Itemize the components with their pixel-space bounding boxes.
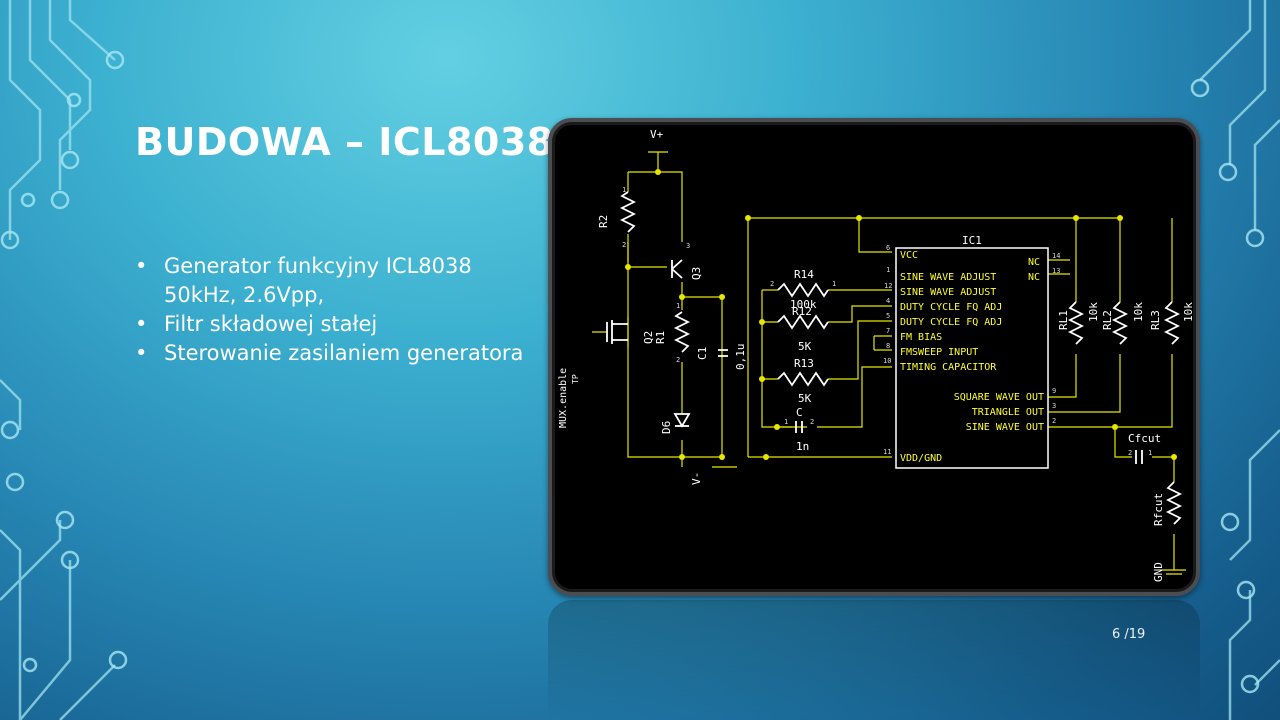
pin-number: 2 [622,241,626,249]
c-label: C [796,406,803,419]
mux-enable-label: MUX.enable [558,368,569,428]
ic-pin-label: DUTY CYCLE FQ ADJ [900,302,1002,313]
c1-label: C1 [696,347,709,360]
ic-pin-label: FMSWEEP INPUT [900,347,978,358]
cfcut-label: Cfcut [1128,432,1161,445]
pin-number: 1 [622,186,626,194]
pin-number: 1 [832,280,836,288]
r14-label: R14 [794,268,814,281]
c1-value: 0,1u [734,344,747,371]
rl1-label: RL1 [1057,310,1070,330]
ic-pin-label: DUTY CYCLE FQ ADJ [900,317,1002,328]
vminus-label: V- [690,472,703,485]
circuit-schematic: V+ R2 Q3 R1 Q2 C1 0,1u D6 V- MUX.enable … [558,128,1195,582]
pin-number: 2 [770,280,774,288]
ic-pin-label: SINE WAVE ADJUST [900,287,996,298]
d6-label: D6 [660,421,673,434]
pin-number: 2 [676,356,680,364]
ic-pin-number: 13 [1052,267,1060,275]
bullet-list: • Generator funkcyjny ICL8038 50kHz, 2.6V… [135,252,525,368]
pin-number: 1 [676,302,680,310]
ic-pin-number: 5 [886,312,890,320]
r12-value: 5K [798,340,812,353]
ic-pin-number: 8 [886,342,890,350]
slide-title: BUDOWA – ICL8038 [135,120,554,164]
ic-pin-number: 11 [883,448,891,456]
q2-label: Q2 [642,331,655,344]
ic-pin-number: 2 [1052,417,1056,425]
pin-number: 3 [686,242,690,250]
r14-value: 100k [790,298,817,311]
r1-label: R1 [654,331,667,344]
vplus-label: V+ [650,128,664,141]
rl2-label: RL2 [1101,310,1114,330]
q3-label: Q3 [690,267,703,280]
tp-label: TP [571,374,580,384]
c-value: 1n [796,440,809,453]
ic-pin-number: 6 [886,244,890,252]
rl1-value: 10k [1087,302,1100,322]
ic-pin-label: FM BIAS [900,332,942,343]
bullet-dot: • [135,254,148,278]
ic-pin-label: TIMING CAPACITOR [900,362,997,373]
page-number: 6 /19 [1112,627,1146,642]
ic-pin-label: VCC [900,250,918,261]
ic-pin-label: VDD/GND [900,453,942,464]
ic-pin-number: 3 [1052,402,1056,410]
bullet-item: • Sterowanie zasilaniem generatora [135,339,525,368]
pin-number: 1 [1148,449,1152,457]
ic-pin-number: 4 [886,297,890,305]
pin-number: 2 [810,418,814,426]
ic-pin-label: SINE WAVE ADJUST [900,272,996,283]
bullet-text: Sterowanie zasilaniem generatora [164,341,524,365]
bullet-dot: • [135,312,148,336]
rfcut-label: Rfcut [1152,493,1165,526]
pin-number: 2 [1128,449,1132,457]
ic-pin-label: SINE WAVE OUT [966,422,1044,433]
ic-pin-label: NC [1028,257,1040,268]
bullet-text: Generator funkcyjny ICL8038 50kHz, 2.6Vp… [164,254,472,307]
rl3-label: RL3 [1149,310,1162,330]
schematic-image-frame: V+ R2 Q3 R1 Q2 C1 0,1u D6 V- MUX.enable … [548,118,1200,596]
ic-pin-label: TRIANGLE OUT [972,407,1044,418]
pin-number: 1 [784,418,788,426]
ic-pin-number: 14 [1052,252,1060,260]
r2-label: R2 [597,215,610,228]
bullet-item: • Generator funkcyjny ICL8038 50kHz, 2.6V… [135,252,525,310]
r12-label: R12 [792,305,812,318]
rl3-value: 10k [1182,302,1195,322]
ic-pin-label: NC [1028,272,1040,283]
bullet-item: • Filtr składowej stałej [135,310,525,339]
gnd-label: GND [1152,562,1165,582]
ic-pin-number: 7 [886,327,890,335]
bullet-text: Filtr składowej stałej [164,312,378,336]
image-reflection [548,600,1200,720]
rl2-value: 10k [1132,302,1145,322]
ic-pin-number: 12 [884,282,892,290]
r13-value: 5K [798,392,812,405]
ic-body [895,247,1049,469]
ic-pin-number: 9 [1052,387,1056,395]
ic-pin-number: 1 [886,266,890,274]
bullet-dot: • [135,341,148,365]
ic-name: IC1 [962,234,982,247]
r13-label: R13 [794,357,814,370]
ic-pin-label: SQUARE WAVE OUT [954,392,1044,403]
ic-pin-number: 10 [883,357,891,365]
